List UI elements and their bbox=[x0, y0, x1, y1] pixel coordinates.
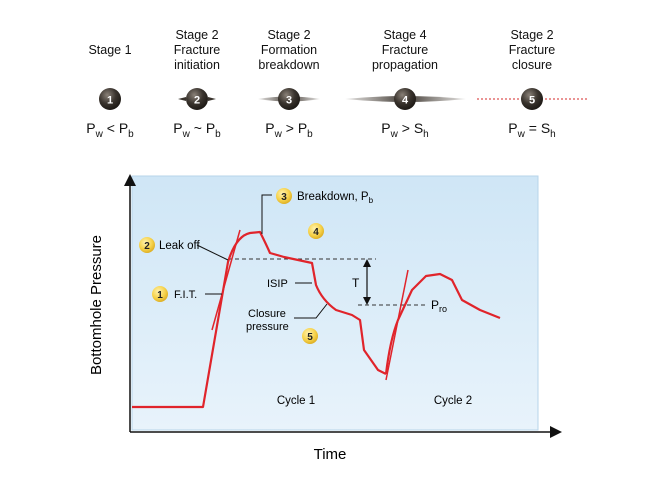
svg-text:2: 2 bbox=[194, 95, 200, 107]
leakoff-label: Leak off bbox=[159, 240, 201, 252]
svg-text:4: 4 bbox=[313, 227, 319, 238]
stage-4-propagation-condition: Pw > Sh bbox=[381, 120, 429, 140]
stage-2-closure-label: Stage 2 Fracture closure bbox=[508, 28, 556, 72]
cycle-2-label: Cycle 2 bbox=[434, 395, 472, 407]
stage-5-badge: 5 bbox=[302, 328, 318, 344]
stage-2-breakdown-wellbore-icon: 3 bbox=[258, 88, 320, 110]
breakdown-label: Breakdown, Pb bbox=[297, 191, 374, 205]
stage-4-propagation-label: Stage 4 Fracture propagation bbox=[371, 28, 439, 72]
svg-text:4: 4 bbox=[402, 95, 409, 107]
breakdown-badge: 3 bbox=[276, 188, 292, 204]
leakoff-badge: 2 bbox=[139, 237, 155, 253]
stage-2-initiation-wellbore-icon: 2 bbox=[178, 88, 216, 110]
fit-tangent-line bbox=[211, 229, 241, 331]
leakoff-leader bbox=[196, 244, 229, 261]
stage-2-breakdown-label: Stage 2 Formation breakdown bbox=[258, 28, 320, 72]
stage-1-condition: Pw < Pb bbox=[86, 120, 134, 140]
reopening-tangent-line bbox=[385, 269, 409, 381]
svg-text:5: 5 bbox=[307, 332, 313, 343]
stage-2-breakdown-condition: Pw > Pb bbox=[265, 120, 313, 140]
stage-1-label: Stage 1 bbox=[88, 43, 132, 57]
stage-2-initiation-condition: Pw ~ Pb bbox=[173, 120, 221, 140]
closure-pressure-label-line-2: pressure bbox=[246, 321, 289, 333]
stage-2-closure-condition: Pw = Sh bbox=[508, 120, 556, 140]
fit-badge: 1 bbox=[152, 286, 168, 302]
svg-text:2: 2 bbox=[144, 241, 150, 252]
fit-label: F.I.T. bbox=[174, 289, 197, 301]
cycle-1-label: Cycle 1 bbox=[277, 395, 315, 407]
reopening-pressure-label: Pro bbox=[431, 298, 447, 314]
isip-label: ISIP bbox=[267, 278, 288, 290]
stage-2-closure-wellbore-icon: 5 bbox=[477, 88, 587, 110]
breakdown-leader bbox=[261, 194, 272, 234]
stage-2-initiation-label: Stage 2 Fracture initiation bbox=[173, 28, 221, 72]
closure-pressure-label: Closure bbox=[248, 308, 286, 320]
svg-text:1: 1 bbox=[107, 95, 113, 107]
stage-1-wellbore-icon: 1 bbox=[99, 88, 121, 110]
svg-text:1: 1 bbox=[157, 290, 163, 301]
plot-area bbox=[131, 175, 539, 431]
svg-text:3: 3 bbox=[281, 192, 287, 203]
x-axis-label: Time bbox=[314, 446, 347, 463]
svg-text:5: 5 bbox=[529, 95, 535, 107]
stage-4-badge: 4 bbox=[308, 223, 324, 239]
stage-4-propagation-wellbore-icon: 4 bbox=[345, 88, 466, 110]
svg-text:3: 3 bbox=[286, 95, 292, 107]
closure-leader bbox=[294, 303, 328, 319]
t-label: T bbox=[352, 276, 360, 290]
y-axis-label: Bottomhole Pressure bbox=[88, 235, 105, 375]
